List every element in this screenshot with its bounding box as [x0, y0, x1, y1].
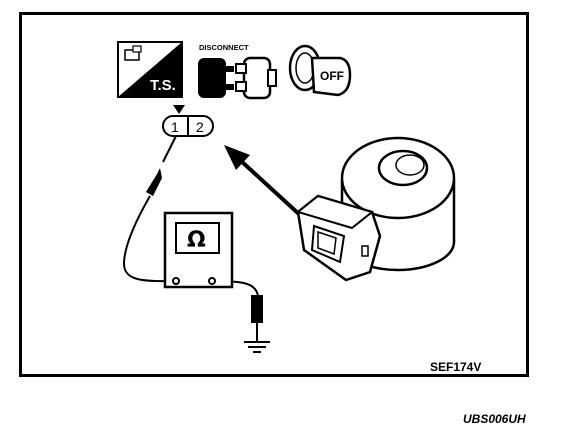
pointer-arrow	[224, 145, 302, 217]
pin-1-label: 1	[171, 119, 179, 135]
ts-label: T.S.	[150, 77, 176, 94]
ohmmeter-icon: Ω	[163, 211, 234, 289]
harness-connector: 1 2	[162, 105, 214, 137]
pin-2-label: 2	[196, 119, 204, 135]
trouble-shooting-icon: T.S.	[117, 41, 183, 98]
off-label: OFF	[320, 69, 344, 83]
figure-code: SEF174V	[430, 360, 482, 374]
disconnect-connector-icon: DISCONNECT	[198, 43, 277, 100]
disconnect-label: DISCONNECT	[199, 43, 249, 52]
ohm-symbol: Ω	[187, 228, 206, 253]
ignition-key-off-icon: OFF	[288, 44, 352, 97]
knock-sensor	[295, 136, 456, 282]
diagram-frame	[19, 12, 529, 377]
document-code: UBS006UH	[463, 412, 526, 426]
ground-symbol-icon	[244, 341, 270, 353]
